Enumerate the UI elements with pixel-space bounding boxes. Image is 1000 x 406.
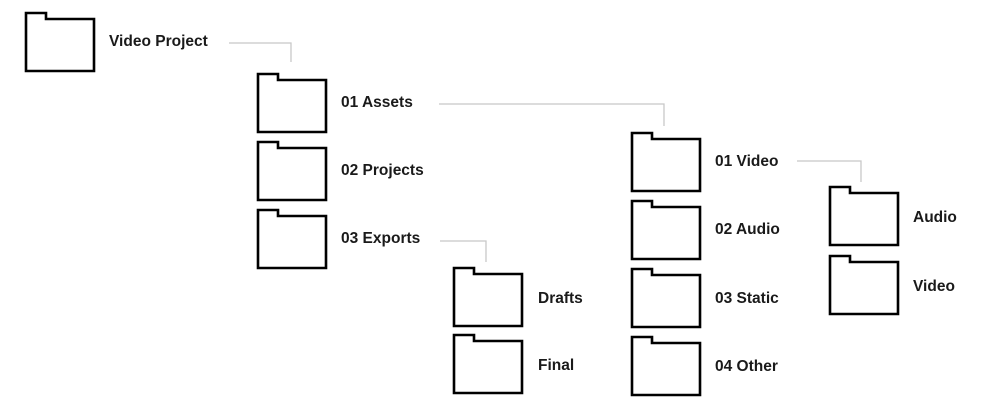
folder-icon-video-project [24, 11, 96, 73]
folder-icon-03-static [630, 267, 702, 329]
folder-label-final: Final [538, 357, 575, 374]
folder-label-04-other: 04 Other [715, 358, 778, 375]
folder-icon-01-assets [256, 72, 328, 134]
folder-label-03-exports: 03 Exports [341, 230, 421, 247]
folder-label-drafts: Drafts [538, 290, 583, 307]
folder-icon-final [452, 333, 524, 395]
folder-label-02-projects: 02 Projects [341, 162, 424, 179]
folder-icon-audio [828, 185, 900, 247]
folder-icon-04-other [630, 335, 702, 397]
folder-icon-02-audio [630, 199, 702, 261]
folder-label-video: Video [913, 278, 955, 295]
folder-icon-03-exports [256, 208, 328, 270]
folder-label-02-audio: 02 Audio [715, 221, 780, 238]
folder-label-01-assets: 01 Assets [341, 94, 413, 111]
connector-01-assets [439, 103, 665, 126]
folder-label-01-video: 01 Video [715, 153, 779, 170]
folder-label-audio: Audio [913, 209, 957, 226]
folder-icon-drafts [452, 266, 524, 328]
folder-icon-02-projects [256, 140, 328, 202]
folder-icon-video [828, 254, 900, 316]
connector-03-exports [440, 240, 487, 262]
folder-label-03-static: 03 Static [715, 290, 779, 307]
folder-label-video-project: Video Project [109, 33, 208, 50]
connector-01-video [797, 160, 862, 182]
folder-icon-01-video [630, 131, 702, 193]
connector-video-project [229, 42, 292, 62]
